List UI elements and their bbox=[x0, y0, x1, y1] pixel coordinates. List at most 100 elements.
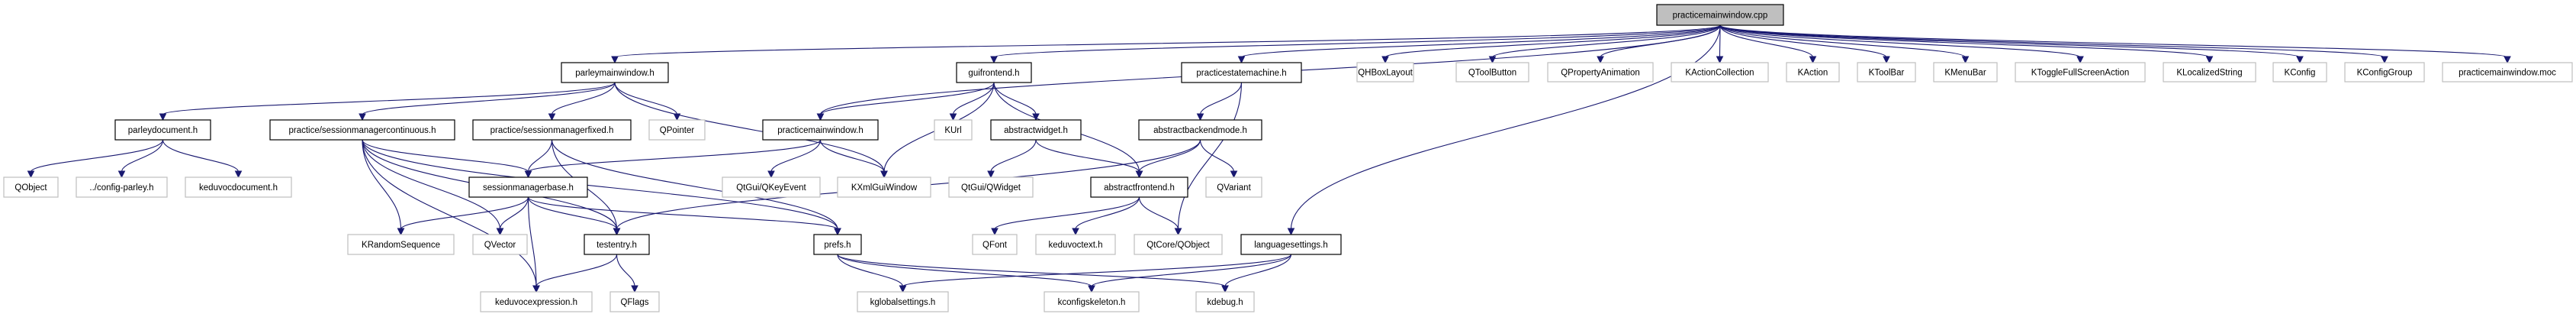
graph-node-abstractwidget[interactable]: abstractwidget.h bbox=[990, 119, 1082, 141]
arrowhead-icon bbox=[2205, 56, 2214, 64]
graph-node-kactioncollection: KActionCollection bbox=[1671, 62, 1769, 83]
node-box[interactable] bbox=[472, 119, 632, 141]
graph-node-practicemainwindowh[interactable]: practicemainwindow.h bbox=[762, 119, 879, 141]
dependency-edge bbox=[1600, 24, 1721, 58]
node-box[interactable] bbox=[468, 176, 588, 198]
graph-node-ktoolbar: KToolBar bbox=[1857, 62, 1916, 83]
dependency-edge bbox=[362, 139, 529, 173]
dependency-edge bbox=[1240, 24, 1721, 58]
arrowhead-icon bbox=[1196, 113, 1204, 121]
node-box[interactable] bbox=[1240, 234, 1342, 255]
arrowhead-icon bbox=[1883, 56, 1890, 64]
graph-node-qwidget: QtGui/QWidget bbox=[948, 176, 1034, 198]
dependency-edge bbox=[1290, 24, 1721, 230]
node-label: abstractbackendmode.h bbox=[1153, 126, 1247, 135]
graph-node-smfixed[interactable]: practice/sessionmanagerfixed.h bbox=[472, 119, 632, 141]
node-box bbox=[1547, 62, 1654, 83]
dependency-edge bbox=[162, 139, 240, 173]
dependency-edge bbox=[121, 139, 164, 173]
node-box[interactable] bbox=[762, 119, 879, 141]
node-box[interactable] bbox=[1138, 119, 1262, 141]
dependency-edge bbox=[527, 139, 553, 173]
node-label: KMenuBar bbox=[1944, 69, 1986, 78]
node-box[interactable] bbox=[584, 234, 650, 255]
arrowhead-icon bbox=[1174, 228, 1182, 236]
arrowhead-icon bbox=[234, 170, 243, 179]
graph-node-parleydocument[interactable]: parleydocument.h bbox=[114, 119, 211, 141]
node-label: kconfigskeleton.h bbox=[1058, 298, 1126, 307]
arrowhead-icon bbox=[532, 285, 540, 293]
graph-node-abstractfrontend[interactable]: abstractfrontend.h bbox=[1090, 176, 1188, 198]
graph-node-guifrontend[interactable]: guifrontend.h bbox=[956, 62, 1032, 83]
node-label: languagesettings.h bbox=[1254, 241, 1328, 250]
node-label: practicemainwindow.h bbox=[777, 126, 863, 135]
node-box[interactable] bbox=[1090, 176, 1188, 198]
node-box bbox=[1035, 234, 1116, 255]
dependency-edge bbox=[990, 139, 1037, 173]
node-box bbox=[2015, 62, 2146, 83]
graph-node-configparley: ../config-parley.h bbox=[76, 176, 168, 198]
dependency-edge bbox=[1719, 24, 2508, 58]
dependency-edge bbox=[1138, 139, 1201, 173]
graph-node-keduvocdocument: keduvocdocument.h bbox=[185, 176, 292, 198]
node-box[interactable] bbox=[990, 119, 1082, 141]
graph-node-testentry[interactable]: testentry.h bbox=[584, 234, 650, 255]
graph-node-kconfigskeleton: kconfigskeleton.h bbox=[1044, 291, 1140, 312]
arrowhead-icon bbox=[673, 113, 681, 121]
graph-node-klocalizedstring: KLocalizedString bbox=[2163, 62, 2256, 83]
node-box bbox=[948, 176, 1034, 198]
node-box[interactable] bbox=[1656, 4, 1784, 26]
graph-node-root[interactable]: practicemainwindow.cpp bbox=[1656, 4, 1784, 26]
graph-node-prefs[interactable]: prefs.h bbox=[813, 234, 862, 255]
node-box[interactable] bbox=[114, 119, 211, 141]
dependency-edge bbox=[837, 254, 1092, 287]
node-label: KToggleFullScreenAction bbox=[2031, 69, 2130, 78]
node-label: QPointer bbox=[660, 126, 695, 135]
graph-node-smbase[interactable]: sessionmanagerbase.h bbox=[468, 176, 588, 198]
graph-node-kdebug: kdebug.h bbox=[1195, 291, 1255, 312]
node-label: QFont bbox=[982, 241, 1008, 250]
dependency-edge bbox=[1719, 24, 1814, 58]
arrowhead-icon bbox=[834, 228, 841, 236]
node-box[interactable] bbox=[269, 119, 455, 141]
node-label: keduvocdocument.h bbox=[199, 183, 278, 193]
arrowhead-icon bbox=[991, 228, 999, 236]
graph-node-moc: practicemainwindow.moc bbox=[2442, 62, 2573, 83]
arrowhead-icon bbox=[117, 170, 126, 179]
arrowhead-icon bbox=[1221, 285, 1229, 293]
dependency-edge bbox=[837, 254, 1226, 287]
node-label: keduvoctext.h bbox=[1049, 241, 1103, 250]
graph-node-smcontinuous[interactable]: practice/sessionmanagercontinuous.h bbox=[269, 119, 455, 141]
node-label: KToolBar bbox=[1869, 69, 1905, 78]
node-box[interactable] bbox=[1181, 62, 1302, 83]
node-box bbox=[185, 176, 292, 198]
node-box bbox=[934, 119, 973, 141]
graph-node-parleymainwindow[interactable]: parleymainwindow.h bbox=[561, 62, 669, 83]
dependency-edge bbox=[1719, 24, 1887, 58]
dependency-edge bbox=[770, 139, 822, 173]
arrowhead-icon bbox=[767, 170, 775, 179]
dependency-edge bbox=[1719, 24, 2211, 58]
arrowhead-icon bbox=[1032, 113, 1040, 121]
node-box[interactable] bbox=[813, 234, 862, 255]
graph-node-qtoolbutton: QToolButton bbox=[1455, 62, 1529, 83]
arrowhead-icon bbox=[987, 170, 995, 179]
arrowhead-icon bbox=[1809, 56, 1817, 64]
node-label: QPropertyAnimation bbox=[1561, 69, 1640, 78]
dependency-edge bbox=[362, 139, 501, 230]
node-box bbox=[1195, 291, 1255, 312]
graph-node-languagesettings[interactable]: languagesettings.h bbox=[1240, 234, 1342, 255]
node-label: QFlags bbox=[620, 298, 648, 307]
graph-node-abstractbackendmode[interactable]: abstractbackendmode.h bbox=[1138, 119, 1262, 141]
dependency-edge bbox=[1719, 24, 1967, 58]
node-box[interactable] bbox=[561, 62, 669, 83]
node-box bbox=[837, 176, 931, 198]
dependency-edge bbox=[614, 82, 885, 173]
arrowhead-icon bbox=[899, 285, 907, 293]
dependency-edge bbox=[162, 82, 616, 115]
arrowhead-icon bbox=[159, 113, 167, 121]
node-box[interactable] bbox=[956, 62, 1032, 83]
graph-node-qvariant: QVariant bbox=[1205, 176, 1262, 198]
graph-node-practicestatemachine[interactable]: practicestatemachine.h bbox=[1181, 62, 1302, 83]
